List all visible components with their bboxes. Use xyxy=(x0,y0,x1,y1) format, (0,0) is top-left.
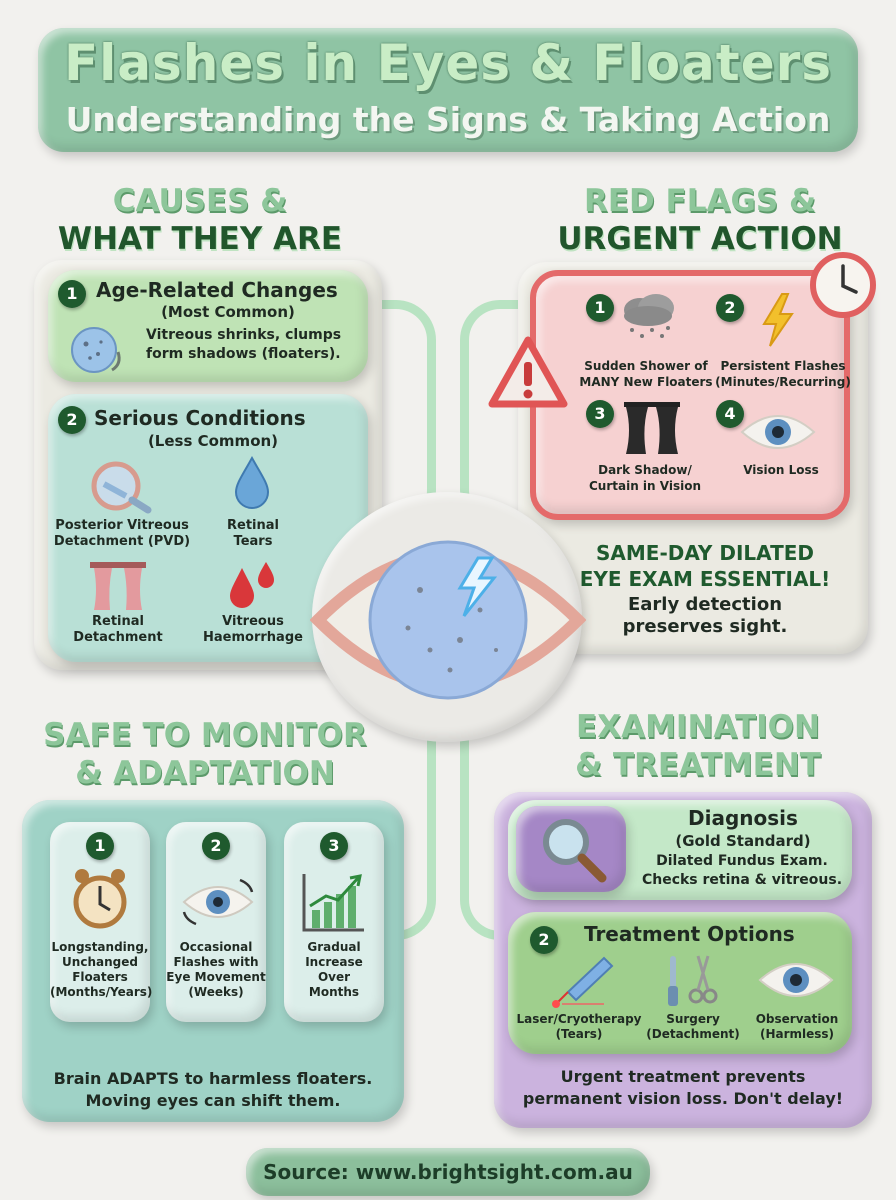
dark-curtain-icon xyxy=(622,400,682,460)
page-subtitle: Understanding the Signs & Taking Action xyxy=(65,100,831,139)
eye-icon xyxy=(758,958,834,1006)
age-title: Age-Related Changes xyxy=(96,278,338,302)
connector-bottom-right xyxy=(460,740,516,940)
monitor-heading: SAFE TO MONITOR & ADAPTATION xyxy=(43,717,367,791)
urgent-exam-text: SAME-DAY DILATED EYE EXAM ESSENTIAL! xyxy=(579,541,831,591)
early-detection-text: Early detection preserves sight. xyxy=(622,594,788,637)
rising-chart-icon xyxy=(300,870,368,938)
clock-icon xyxy=(808,252,878,322)
source-link[interactable]: Source: www.brightsight.com.au xyxy=(263,1160,633,1184)
page-title: Flashes in Eyes & Floaters xyxy=(63,34,833,92)
curtain-icon xyxy=(88,560,148,616)
number-badge: 1 xyxy=(58,280,86,308)
exam-footer: Urgent treatment prevents permanent visi… xyxy=(522,1067,844,1108)
surgery-label: Surgery(Detachment) xyxy=(646,1012,740,1041)
laser-pen-icon xyxy=(548,952,618,1012)
serious-title: Serious Conditions xyxy=(94,406,306,430)
age-subtitle: (Most Common) xyxy=(161,303,295,321)
lightning-icon xyxy=(758,292,798,352)
diagnosis-card: Diagnosis (Gold Standard) Dilated Fundus… xyxy=(508,800,852,900)
number-badge: 3 xyxy=(320,832,348,860)
laser-label: Laser/Cryotherapy(Tears) xyxy=(516,1012,642,1041)
number-badge: 2 xyxy=(716,294,744,322)
number-badge: 2 xyxy=(530,926,558,954)
warning-triangle-icon xyxy=(488,336,568,414)
number-badge: 1 xyxy=(86,832,114,860)
source-banner xyxy=(246,1148,650,1196)
diagnosis-subtitle: (Gold Standard) xyxy=(675,832,811,850)
eye-icon xyxy=(740,410,816,458)
title-banner xyxy=(38,28,858,152)
vision-loss-label: Vision Loss xyxy=(743,463,819,477)
treatment-title: Treatment Options xyxy=(584,922,795,946)
number-badge: 4 xyxy=(716,400,744,428)
serious-subtitle: (Less Common) xyxy=(147,432,279,450)
age-related-card: 1 Age-Related Changes (Most Common) Vitr… xyxy=(48,270,368,382)
center-eye-icon xyxy=(309,520,587,724)
surgical-tools-icon xyxy=(664,952,720,1014)
exam-heading: EXAMINATION & TREATMENT xyxy=(575,709,821,783)
eye-movement-icon xyxy=(180,874,256,934)
diagnosis-description: Dilated Fundus Exam. Checks retina & vit… xyxy=(641,853,843,888)
magnifying-glass-icon xyxy=(538,814,610,890)
connector-bottom-left xyxy=(380,740,436,940)
cloud-shower-icon xyxy=(616,292,682,348)
diagnosis-title: Diagnosis xyxy=(688,806,798,830)
dark-shadow-label: Dark Shadow/Curtain in Vision xyxy=(588,463,701,493)
droplet-icon xyxy=(232,454,272,514)
monitor-footer: Brain ADAPTS to harmless floaters. Movin… xyxy=(53,1069,373,1110)
blood-drops-icon xyxy=(224,558,280,616)
number-badge: 3 xyxy=(586,400,614,428)
age-description: Vitreous shrinks, clumps form shadows (f… xyxy=(146,327,342,362)
magnifier-eye-icon xyxy=(86,460,156,518)
causes-heading: CAUSES & WHAT THEY ARE xyxy=(57,183,343,257)
vitreous-ball-icon xyxy=(68,324,130,380)
alarm-clock-icon xyxy=(70,866,130,936)
number-badge: 2 xyxy=(58,406,86,434)
observation-label: Observation(Harmless) xyxy=(755,1012,839,1041)
red-flags-heading: RED FLAGS & URGENT ACTION xyxy=(557,183,843,257)
number-badge: 1 xyxy=(586,294,614,322)
persistent-flashes-label: Persistent Flashes(Minutes/Recurring) xyxy=(715,359,851,389)
treatment-card: 2 Treatment Options Laser/Cryotherapy(Te… xyxy=(508,912,852,1054)
number-badge: 2 xyxy=(202,832,230,860)
